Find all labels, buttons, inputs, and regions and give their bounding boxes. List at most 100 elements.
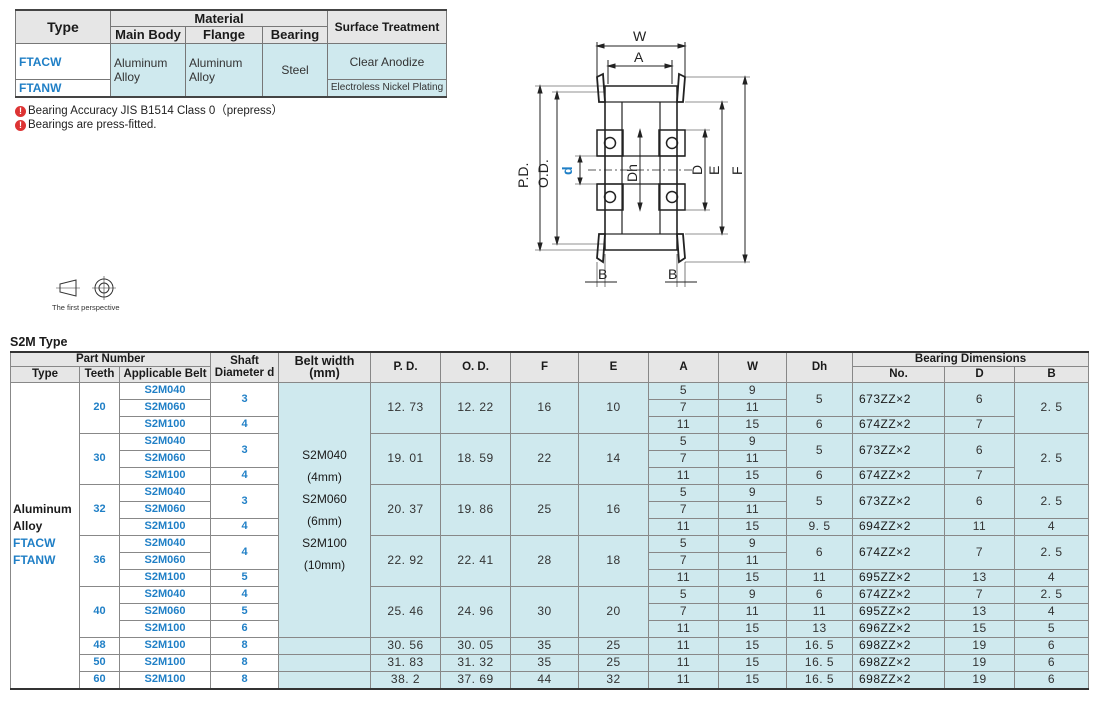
pd-cell: 12. 73 [370,381,441,434]
teeth-cell: 48 [79,636,120,655]
label-f: F [729,166,745,175]
dh-cell: 9. 5 [786,517,853,536]
a-cell: 5 [648,585,719,604]
material-bearing: Steel [262,43,328,97]
od-cell: 19. 86 [440,483,511,536]
note-bearing-accuracy: ! Bearing Accuracy JIS B1514 Class 0（pre… [15,104,283,118]
dh-cell: 16. 5 [786,670,853,689]
header-bearing-dimensions: Bearing Dimensions [851,351,1090,367]
header-part-number: Part Number [10,351,211,367]
a-cell: 11 [648,653,719,672]
bearing-b-cell: 6 [1013,636,1090,655]
label-e: E [706,166,722,175]
a-cell: 5 [648,483,719,502]
header-dh: Dh [786,351,853,383]
belt-width-cell [278,636,371,655]
belt-cell: S2M040 [119,534,211,553]
header-e: E [578,351,649,383]
a-cell: 5 [648,432,719,451]
dh-cell: 6 [786,534,853,570]
e-cell: 16 [578,483,649,536]
bearing-d-cell: 7 [944,534,1015,570]
w-cell: 15 [718,653,787,672]
w-cell: 15 [718,517,787,536]
header-bearing-no: No. [852,365,945,383]
shaft-cell: 3 [210,483,279,519]
a-cell: 5 [648,534,719,553]
material-flange: Aluminum Alloy [185,43,263,97]
e-cell: 25 [578,653,649,672]
f-cell: 35 [510,636,579,655]
shaft-cell: 5 [210,602,279,621]
bearing-no-cell: 695ZZ×2 [852,568,945,587]
header-type: Type [10,365,80,383]
pd-cell: 19. 01 [370,432,441,485]
f-cell: 25 [510,483,579,536]
w-cell: 15 [718,415,787,434]
pd-cell: 30. 56 [370,636,441,655]
dh-cell: 6 [786,585,853,604]
bearing-no-cell: 674ZZ×2 [852,585,945,604]
material-header-material: Material [110,9,328,27]
w-cell: 15 [718,568,787,587]
bearing-d-cell: 6 [944,483,1015,519]
w-cell: 15 [718,466,787,485]
bearing-d-cell: 6 [944,381,1015,417]
material-header-surface: Surface Treatment [327,9,447,44]
bearing-no-cell: 674ZZ×2 [852,534,945,570]
a-cell: 7 [648,551,719,570]
material-header-bearing: Bearing [262,26,328,44]
w-cell: 11 [718,602,787,621]
notes: ! Bearing Accuracy JIS B1514 Class 0（pre… [15,104,283,132]
teeth-cell: 50 [79,653,120,672]
bearing-no-cell: 698ZZ×2 [852,636,945,655]
a-cell: 11 [648,415,719,434]
material-type-ftanw: FTANW [15,79,111,97]
shaft-cell: 8 [210,636,279,655]
pd-cell: 20. 37 [370,483,441,536]
od-cell: 22. 41 [440,534,511,587]
material-main-body: Aluminum Alloy [110,43,186,97]
label-d: d [559,166,575,175]
pulley-drawing: W A P.D. O.D. d Dh D E F B B [515,28,750,287]
teeth-cell: 20 [79,381,120,434]
label-od: O.D. [535,159,551,188]
f-cell: 35 [510,653,579,672]
shaft-cell: 8 [210,653,279,672]
dh-cell: 11 [786,602,853,621]
w-cell: 9 [718,432,787,451]
w-cell: 15 [718,636,787,655]
bearing-b-cell: 4 [1013,602,1090,621]
dh-cell: 5 [786,381,853,417]
header-od: O. D. [440,351,511,383]
bearing-b-cell: 6 [1013,653,1090,672]
label-big-d: D [689,165,705,175]
a-cell: 11 [648,670,719,689]
header-belt-width: Belt width(mm) [278,351,371,383]
bearing-b-cell: 2. 5 [1013,534,1090,570]
a-cell: 7 [648,602,719,621]
header-bearing-d: D [944,365,1015,383]
dh-cell: 16. 5 [786,653,853,672]
bearing-d-cell: 7 [944,415,1015,434]
dh-cell: 16. 5 [786,636,853,655]
label-b-left: B [598,266,607,282]
header-teeth: Teeth [79,365,120,383]
e-cell: 14 [578,432,649,485]
dh-cell: 5 [786,432,853,468]
w-cell: 15 [718,619,787,638]
bearing-b-cell: 5 [1013,619,1090,638]
belt-cell: S2M100 [119,653,211,672]
belt-cell: S2M100 [119,670,211,689]
od-cell: 12. 22 [440,381,511,434]
belt-cell: S2M040 [119,483,211,502]
belt-cell: S2M100 [119,517,211,536]
